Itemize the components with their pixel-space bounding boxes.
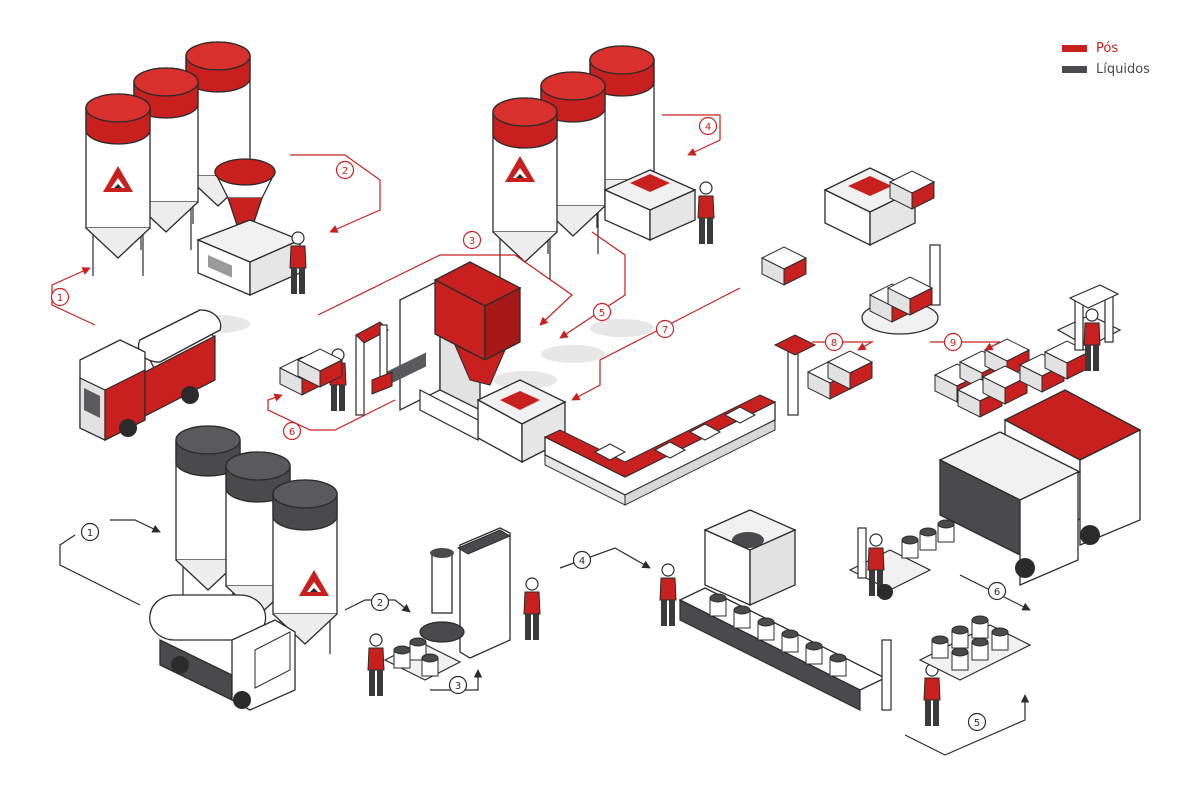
powder-step-badge-8 bbox=[824, 332, 844, 352]
powder-step-badge-3 bbox=[462, 230, 482, 250]
powder-step-numbers: 1 2 3 4 5 6 7 8 9 bbox=[57, 122, 956, 438]
legend-item-powders: Pós bbox=[1062, 38, 1182, 59]
legend-label-liquids: Líquidos bbox=[1096, 62, 1150, 77]
liquid-step-number: 1 bbox=[87, 528, 93, 539]
legend-item-liquids: Líquidos bbox=[1062, 59, 1182, 80]
legend-label-powders: Pós bbox=[1096, 41, 1119, 56]
liquid-tanker-truck bbox=[149, 594, 296, 711]
powder-conveyor bbox=[543, 394, 777, 506]
powder-step-number: 4 bbox=[705, 122, 711, 133]
powder-mixer-machine bbox=[196, 158, 307, 296]
powder-step-badge-4 bbox=[698, 116, 718, 136]
liquid-step-badge-2 bbox=[370, 592, 390, 612]
powder-stretch-wrapper bbox=[861, 244, 941, 335]
powder-packing-machine bbox=[386, 261, 567, 464]
powder-step-badge-6 bbox=[282, 421, 302, 441]
powder-robot-arm-8 bbox=[773, 334, 873, 416]
powder-tanker-truck bbox=[79, 309, 222, 441]
powder-step-number: 8 bbox=[831, 338, 837, 349]
powder-step-number: 3 bbox=[469, 236, 475, 247]
liquid-filling-machine bbox=[659, 509, 797, 627]
powder-step-badge-7 bbox=[655, 319, 675, 339]
powder-robot-palletizer bbox=[279, 321, 393, 416]
liquid-step-badge-6 bbox=[987, 581, 1007, 601]
liquid-step-number: 3 bbox=[455, 681, 461, 692]
legend-swatch-powders bbox=[1062, 45, 1087, 52]
powder-wrapping-station bbox=[761, 167, 935, 286]
liquid-step-badge-4 bbox=[572, 550, 592, 570]
legend: Pós Líquidos bbox=[1062, 38, 1182, 80]
powder-step-number: 5 bbox=[599, 308, 605, 319]
liquid-step-number: 2 bbox=[377, 598, 383, 609]
liquid-step-badge-3 bbox=[448, 675, 468, 695]
liquid-step-number: 5 bbox=[974, 718, 980, 729]
liquid-step-number: 4 bbox=[579, 556, 585, 567]
liquid-step-number: 6 bbox=[994, 587, 1000, 598]
liquid-step-badges bbox=[80, 522, 1007, 732]
powder-step-badge-1 bbox=[50, 287, 70, 307]
liquid-conveyor bbox=[678, 587, 887, 711]
delivery-trucks bbox=[938, 389, 1142, 586]
legend-swatch-liquids bbox=[1062, 66, 1087, 73]
powder-step-badges bbox=[50, 116, 963, 441]
powder-step-badge-9 bbox=[943, 332, 963, 352]
liquid-step-badge-5 bbox=[967, 712, 987, 732]
liquid-cart-worker bbox=[367, 633, 462, 697]
powder-step-badge-2 bbox=[335, 160, 355, 180]
powder-step-number: 2 bbox=[342, 166, 348, 177]
powder-step-number: 9 bbox=[950, 338, 956, 349]
powder-step-badge-5 bbox=[592, 302, 612, 322]
powder-step-number: 7 bbox=[662, 325, 668, 336]
liquid-step-numbers: 1 2 3 4 5 6 bbox=[87, 528, 1000, 729]
liquid-palletizer bbox=[881, 615, 1032, 727]
powder-forklift bbox=[1056, 284, 1122, 372]
powder-dosing-machine bbox=[603, 169, 715, 245]
liquid-mixer-machine bbox=[419, 527, 541, 659]
liquid-forklift bbox=[848, 519, 955, 600]
powder-step-number: 6 bbox=[289, 427, 295, 438]
liquid-step-badge-1 bbox=[80, 522, 100, 542]
powder-step-number: 1 bbox=[57, 293, 63, 304]
